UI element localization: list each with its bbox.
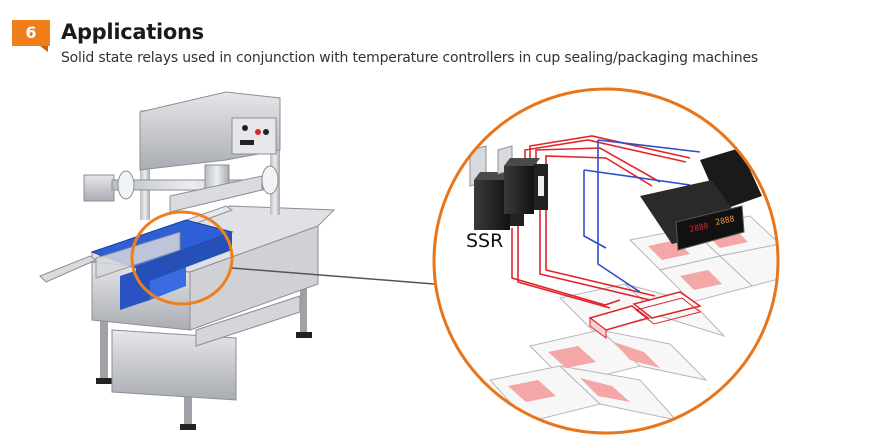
machine-leg: [100, 300, 108, 380]
seal-pad: [614, 342, 660, 368]
heater-block-side: [589, 317, 607, 339]
press-plate: [169, 175, 263, 213]
panel-button-icon: [255, 129, 261, 135]
heater-block: [634, 297, 702, 325]
machine-leg: [300, 275, 307, 335]
film-roll: [117, 170, 135, 200]
panel-display: [240, 140, 254, 145]
ssr-callout-label: SSR: [466, 230, 504, 252]
ssr-label-plate: [538, 176, 544, 196]
zoom-connector-line: [231, 267, 435, 285]
ssr-body: [504, 166, 534, 214]
zoom-detail-circle: [432, 87, 780, 435]
film-roll: [261, 165, 279, 195]
foot: [96, 378, 112, 384]
controller-display-top: 2888: [689, 221, 710, 234]
seal-pad: [580, 378, 630, 402]
seal-pad: [680, 270, 722, 290]
column: [270, 100, 280, 215]
lower-cabinet: [111, 329, 237, 401]
conveyor-rail: [39, 255, 98, 283]
badge-tail: [40, 46, 48, 52]
controller-display-bottom: 2888: [715, 214, 736, 227]
control-panel: [231, 117, 277, 155]
blue-cup-tray: [136, 232, 232, 286]
seal-pad: [548, 346, 596, 368]
seal-pad: [508, 380, 556, 402]
heater-block: [632, 291, 702, 319]
step-number-badge: 6: [12, 20, 50, 46]
solid-state-relay: [497, 145, 548, 214]
ssr-top: [504, 158, 540, 166]
film-roll-housing: [83, 174, 115, 202]
section-subtitle: Solid state relays used in conjunction w…: [61, 50, 758, 66]
controller-front-panel: [675, 205, 745, 251]
zoom-source-circle: [130, 210, 234, 306]
lower-shelf: [195, 295, 301, 347]
front-guard: [95, 231, 181, 279]
cup-sealing-machine: [39, 91, 336, 430]
section-title: Applications: [61, 20, 204, 44]
panel-knob-icon: [242, 125, 248, 131]
panel-knob-icon: [263, 129, 269, 135]
sealing-tray: [718, 243, 778, 287]
zoom-detail: 2888 2888: [434, 89, 778, 433]
controller-wiring: [583, 139, 701, 293]
foot: [296, 332, 312, 338]
foot: [180, 424, 196, 430]
